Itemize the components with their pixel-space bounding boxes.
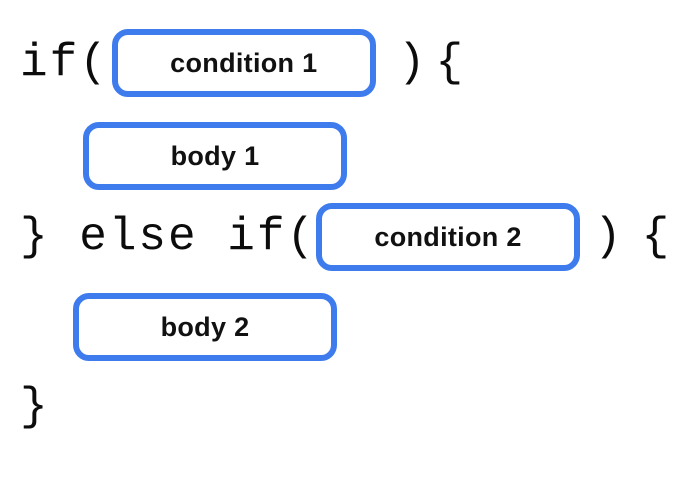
condition-1-slot: condition 1 (111, 29, 376, 97)
close-paren-2: ) (594, 211, 624, 263)
closing-brace-code: } (20, 381, 50, 433)
code-line-else-if: } else if( condition 2 ) { (20, 202, 671, 272)
condition-2-slot: condition 2 (316, 203, 581, 271)
code-line-closing-brace: } (20, 372, 50, 442)
open-brace-1: { (435, 37, 466, 89)
if-open-code: if( (20, 37, 109, 89)
else-if-code: } else if( (20, 211, 317, 263)
open-brace-2: { (641, 211, 672, 263)
condition-2-label: condition 2 (374, 221, 522, 252)
condition-1-label: condition 1 (170, 47, 318, 78)
body-1-slot: body 1 (83, 122, 347, 190)
body-1-label: body 1 (170, 140, 260, 171)
code-line-if: if( condition 1 ) { (20, 28, 465, 98)
code-line-body-1: body 1 (83, 121, 347, 191)
body-2-label: body 2 (160, 311, 250, 342)
close-paren-1: ) (397, 37, 428, 89)
body-2-slot: body 2 (73, 293, 337, 361)
code-line-body-2: body 2 (73, 292, 337, 362)
